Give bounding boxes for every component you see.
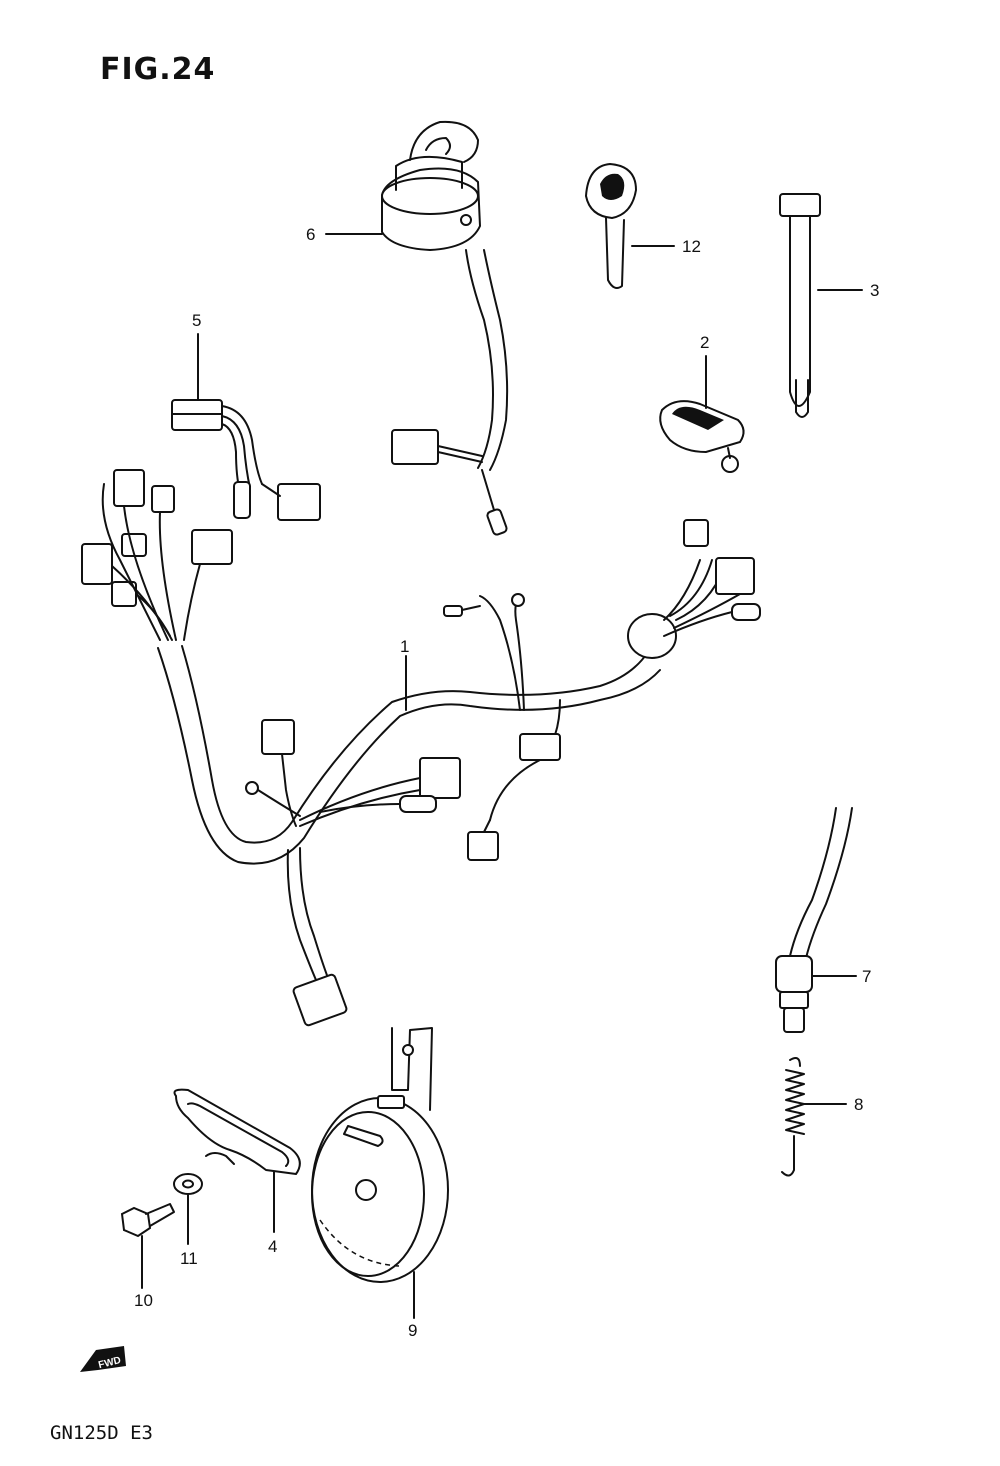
horn: [311, 1027, 449, 1283]
forward-arrow-icon: FWD: [80, 1346, 126, 1372]
callout-2: 2: [700, 333, 709, 352]
wiring-harness: [81, 469, 761, 1027]
callout-5: 5: [192, 311, 201, 330]
key-strap: [779, 193, 821, 418]
callout-3: 3: [870, 281, 879, 300]
ignition-switch: [381, 120, 509, 536]
figure-title: FIG.24: [100, 52, 216, 87]
leader-lines: [141, 233, 863, 1319]
fwd-label: FWD: [97, 1355, 122, 1371]
bolt: [120, 1203, 175, 1238]
callout-10: 10: [134, 1291, 153, 1310]
callout-9: 9: [408, 1321, 417, 1340]
callout-4: 4: [268, 1237, 277, 1256]
callout-8: 8: [854, 1095, 863, 1114]
clamp: [659, 400, 745, 473]
callout-labels: 6 12 3 2 5 1 7 8 4 11 10 9: [134, 225, 879, 1340]
callout-1: 1: [400, 637, 409, 656]
band-strap: [173, 1088, 301, 1175]
callout-6: 6: [306, 225, 315, 244]
spring: [781, 1057, 805, 1177]
sensor-switch: [775, 807, 853, 1033]
callout-12: 12: [682, 237, 701, 256]
callout-7: 7: [862, 967, 871, 986]
model-code: GN125D E3: [50, 1422, 153, 1444]
callout-11: 11: [180, 1249, 198, 1268]
washer: [173, 1173, 203, 1195]
key: [584, 162, 638, 289]
relay-connector: [171, 399, 321, 521]
